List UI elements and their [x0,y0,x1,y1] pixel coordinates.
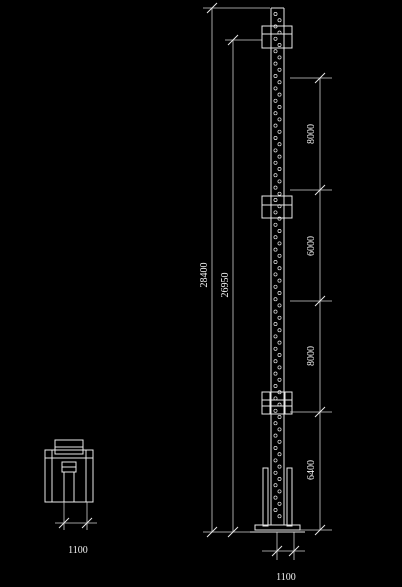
lattice-node [277,216,282,221]
lattice-node [273,160,278,165]
lattice-node [273,433,278,438]
lattice-node [273,495,278,500]
lattice-node [273,446,278,450]
lattice-node [277,18,282,23]
lattice-node [273,210,278,215]
lattice-node [273,458,278,463]
lattice-node [277,266,282,271]
lattice-node [273,309,278,314]
lattice-node [277,278,282,283]
lattice-node [273,346,278,351]
lattice-node [277,253,282,258]
mast-bracket-middle [261,195,293,219]
lattice-node [273,198,278,202]
lattice-node [277,415,282,419]
lattice-node [277,340,282,345]
lattice-node [273,384,278,388]
lattice-node [273,49,278,54]
lattice-node [273,185,278,190]
segment-label-2: 6000 [306,236,317,256]
lattice-node [277,427,282,432]
lattice-node [273,111,278,116]
lattice-node [277,142,282,147]
lattice-node [273,408,278,413]
lattice-node [273,297,278,302]
lattice-node [277,514,282,519]
lattice-node [277,303,282,308]
lattice-node [273,470,278,475]
lattice-node [273,322,278,326]
lattice-node [277,191,282,196]
lattice-node [273,61,278,66]
section-detail [44,439,94,503]
lattice-node [273,235,278,240]
lattice-node [277,167,282,171]
lattice-node [277,229,282,233]
mast-width-dimension: 1100 [262,532,305,583]
lattice-node [273,284,278,289]
lattice-node [277,365,282,370]
lattice-node [273,148,278,153]
segment-label-4: 6400 [306,460,317,480]
lattice-node [273,421,278,426]
mast-lattice-pattern [273,12,282,519]
inner-height-label: 26950 [220,273,231,298]
lattice-node [273,483,278,488]
lattice-node [273,371,278,376]
lattice-node [277,464,282,469]
segment-label-3: 8000 [306,346,317,366]
lattice-node [273,98,278,103]
lattice-node [277,92,282,97]
lattice-node [273,260,278,264]
lattice-node [273,222,278,227]
lattice-node [273,123,278,128]
lattice-node [273,136,278,140]
segment-dimension-chain: 8000 6000 8000 6400 [290,72,332,536]
lattice-node [273,334,278,339]
lattice-mast [270,7,285,525]
inner-height-dimension: 26950 [220,34,262,538]
lattice-node [277,129,282,134]
lattice-node [277,43,282,47]
lattice-node [277,55,282,60]
mast-bracket-top [261,25,293,49]
lattice-node [273,86,278,91]
mast-base [250,467,305,533]
lattice-node [277,105,282,109]
lattice-node [277,439,282,444]
detail-width-label: 1100 [68,545,88,556]
overall-height-dimension: 28400 [199,2,270,538]
mast-width-label: 1100 [276,572,296,583]
lattice-node [273,247,278,252]
lattice-node [277,315,282,320]
lattice-node [277,291,282,295]
lattice-node [273,359,278,364]
lattice-node [273,272,278,277]
lattice-node [277,241,282,246]
lattice-node [273,12,278,16]
lattice-node [277,179,282,184]
lattice-node [273,36,278,41]
lattice-node [277,501,282,506]
lattice-node [277,477,282,481]
lattice-node [277,377,282,382]
lattice-node [277,328,282,333]
lattice-node [277,489,282,494]
overall-height-label: 28400 [199,263,210,288]
mast-bracket-lower [261,391,293,415]
lattice-node [277,117,282,122]
lattice-node [277,154,282,159]
lattice-node [277,80,282,85]
lattice-node [277,452,282,457]
detail-width-dimension: 1100 [55,502,97,556]
segment-label-1: 8000 [306,124,317,144]
lattice-node [273,173,278,178]
lattice-node [273,74,278,78]
lattice-node [277,353,282,357]
lattice-node [277,67,282,72]
lattice-node [273,508,278,512]
